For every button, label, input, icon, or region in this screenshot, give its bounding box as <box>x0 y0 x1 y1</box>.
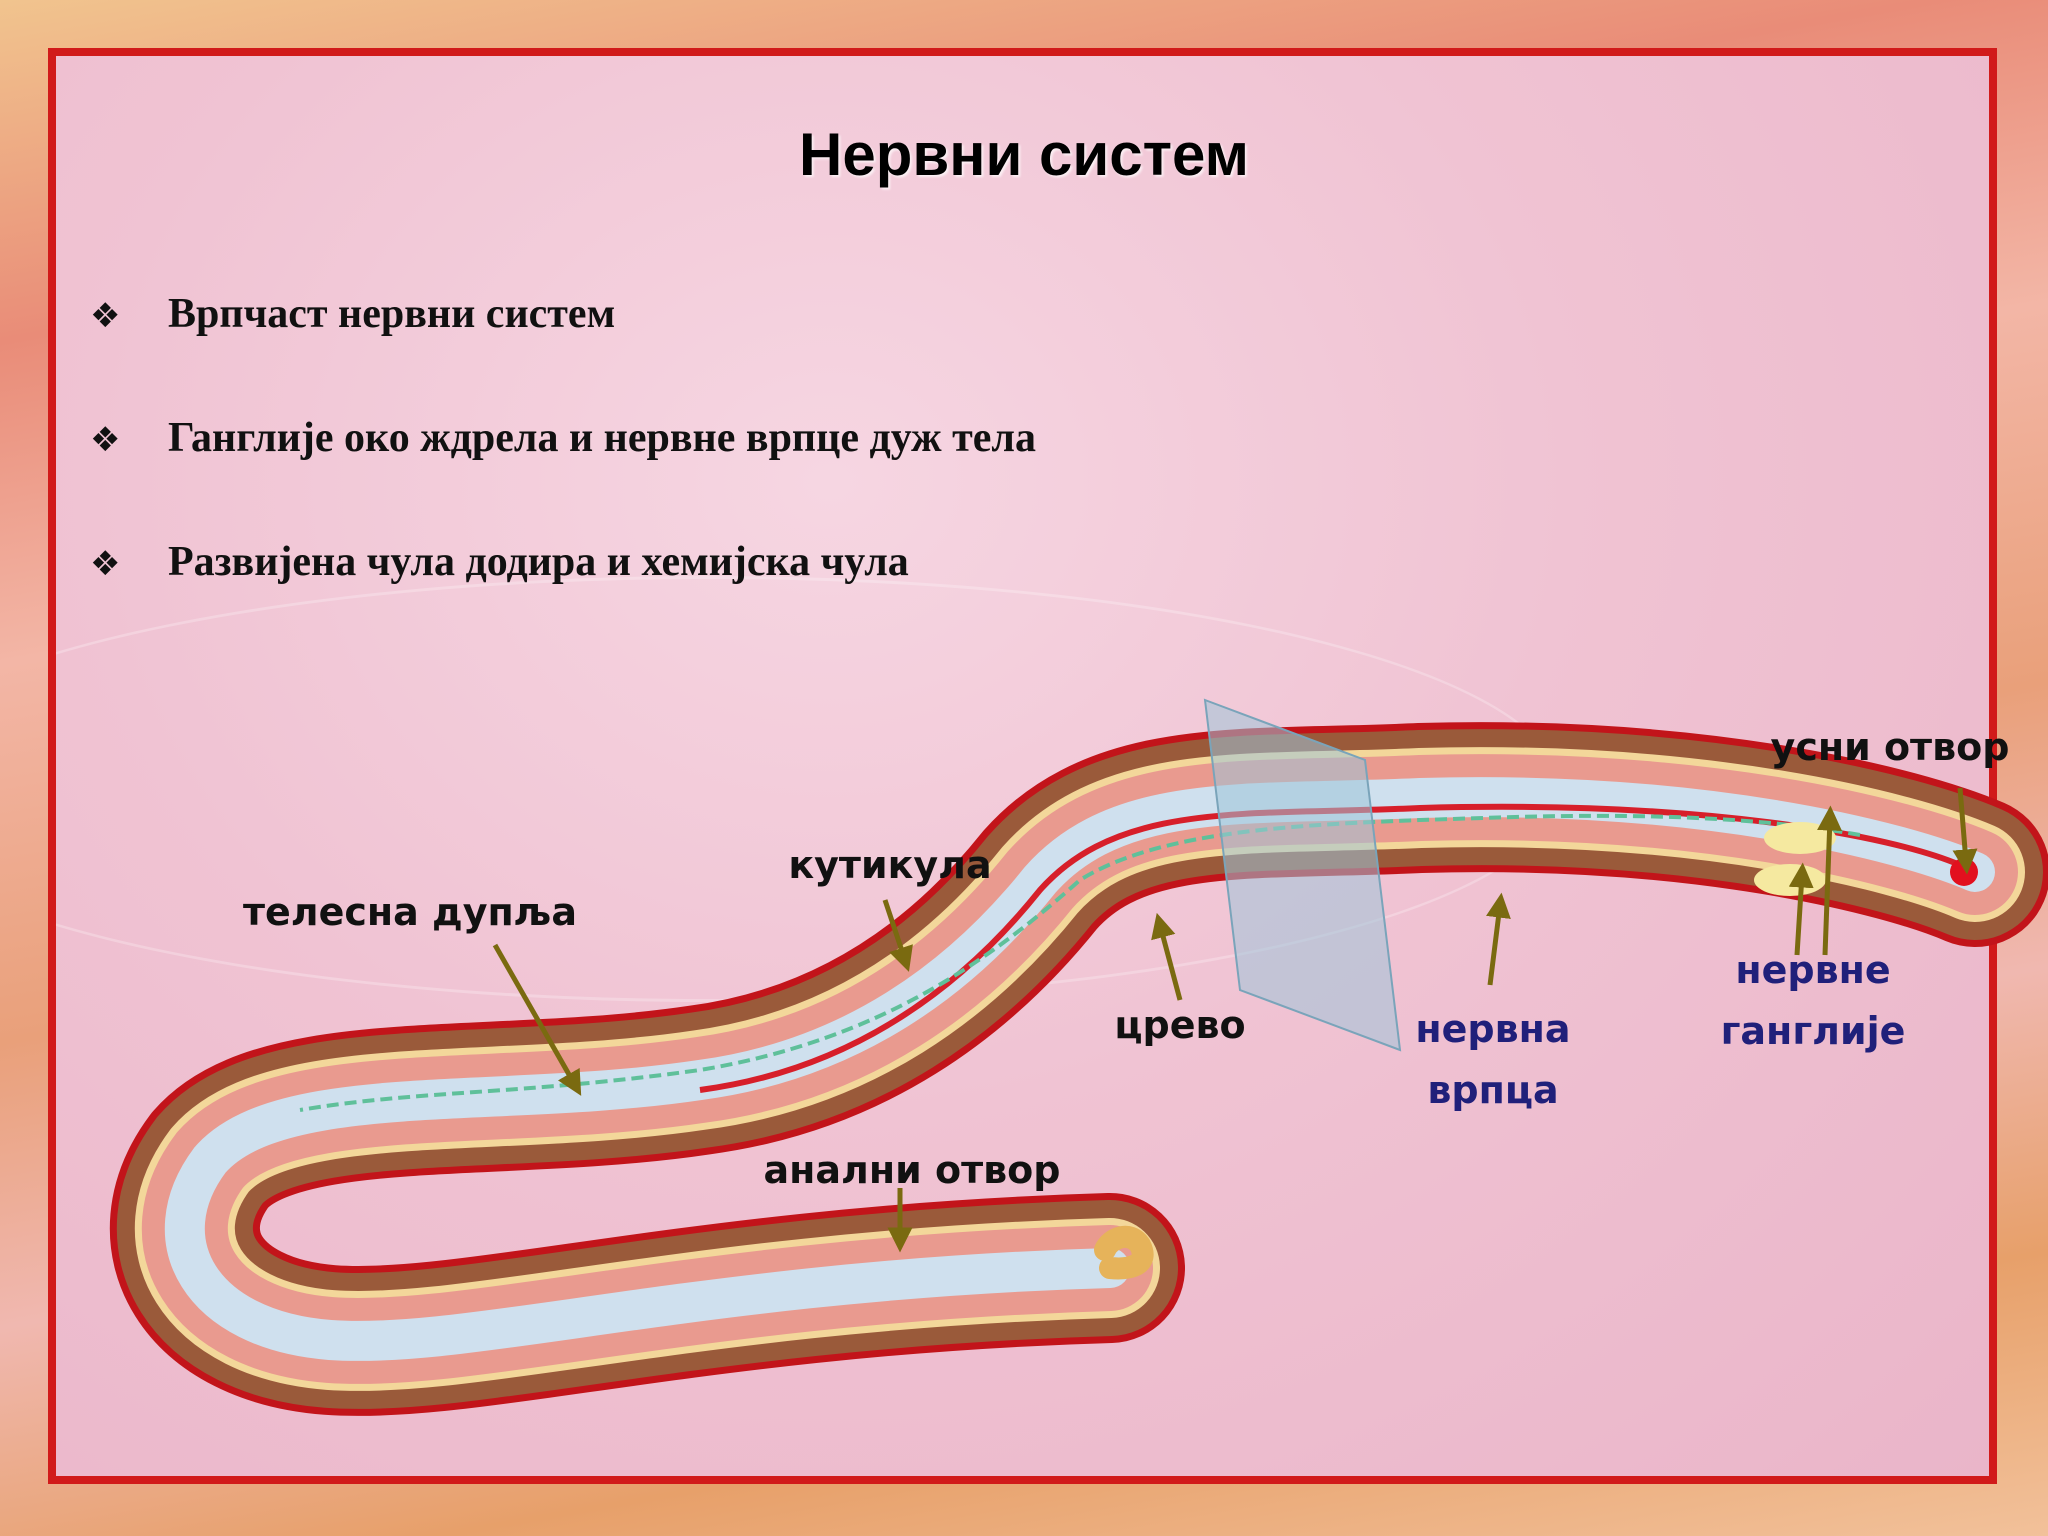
worm-tail <box>1094 1225 1154 1280</box>
bullet-list: ❖ Врпчаст нервни систем ❖ Ганглије око ж… <box>90 290 1036 662</box>
label-anus: анални отвор <box>764 1148 1061 1192</box>
bullet-item: ❖ Ганглије око ждрела и нервне врпце дуж… <box>90 414 1036 538</box>
arrow-ganglia-2 <box>1817 805 1843 956</box>
label-nerve-cord-1: нервна <box>1415 1007 1570 1051</box>
label-ganglia-2: ганглије <box>1721 1009 1906 1053</box>
bullet-item: ❖ Развијена чула додира и хемијска чула <box>90 538 1036 662</box>
label-intestine: црево <box>1114 1003 1245 1047</box>
bullet-text: Врпчаст нервни систем <box>168 291 616 337</box>
ganglion-shape <box>1764 822 1836 854</box>
diamond-bullet-icon: ❖ <box>90 544 121 584</box>
arrow-ganglia-1 <box>1788 862 1814 956</box>
diamond-bullet-icon: ❖ <box>90 420 121 460</box>
bullet-item: ❖ Врпчаст нервни систем <box>90 290 1036 414</box>
label-cuticle: кутикула <box>788 843 991 887</box>
arrow-mouth <box>1952 787 1978 875</box>
arrow-cuticle <box>882 899 913 972</box>
arrow-nerve-cord <box>1486 892 1511 986</box>
worm-body <box>109 722 2048 1416</box>
arrow-body-cavity <box>492 943 582 1096</box>
arrow-intestine <box>1151 912 1183 1001</box>
bullet-text: Ганглије око ждрела и нервне врпце дуж т… <box>168 415 1036 461</box>
diamond-bullet-icon: ❖ <box>90 296 121 336</box>
label-mouth: усни отвор <box>1771 725 2010 769</box>
mouth-opening <box>1950 858 1978 886</box>
bullet-text: Развијена чула додира и хемијска чула <box>168 539 909 585</box>
label-ganglia-1: нервне <box>1735 948 1890 992</box>
ganglion-shape <box>1754 864 1826 896</box>
section-plane <box>1203 698 1402 1052</box>
label-body-cavity: телесна дупља <box>243 890 577 934</box>
label-nerve-cord-2: врпца <box>1427 1068 1558 1112</box>
page-title: Нервни систем <box>799 121 1249 188</box>
